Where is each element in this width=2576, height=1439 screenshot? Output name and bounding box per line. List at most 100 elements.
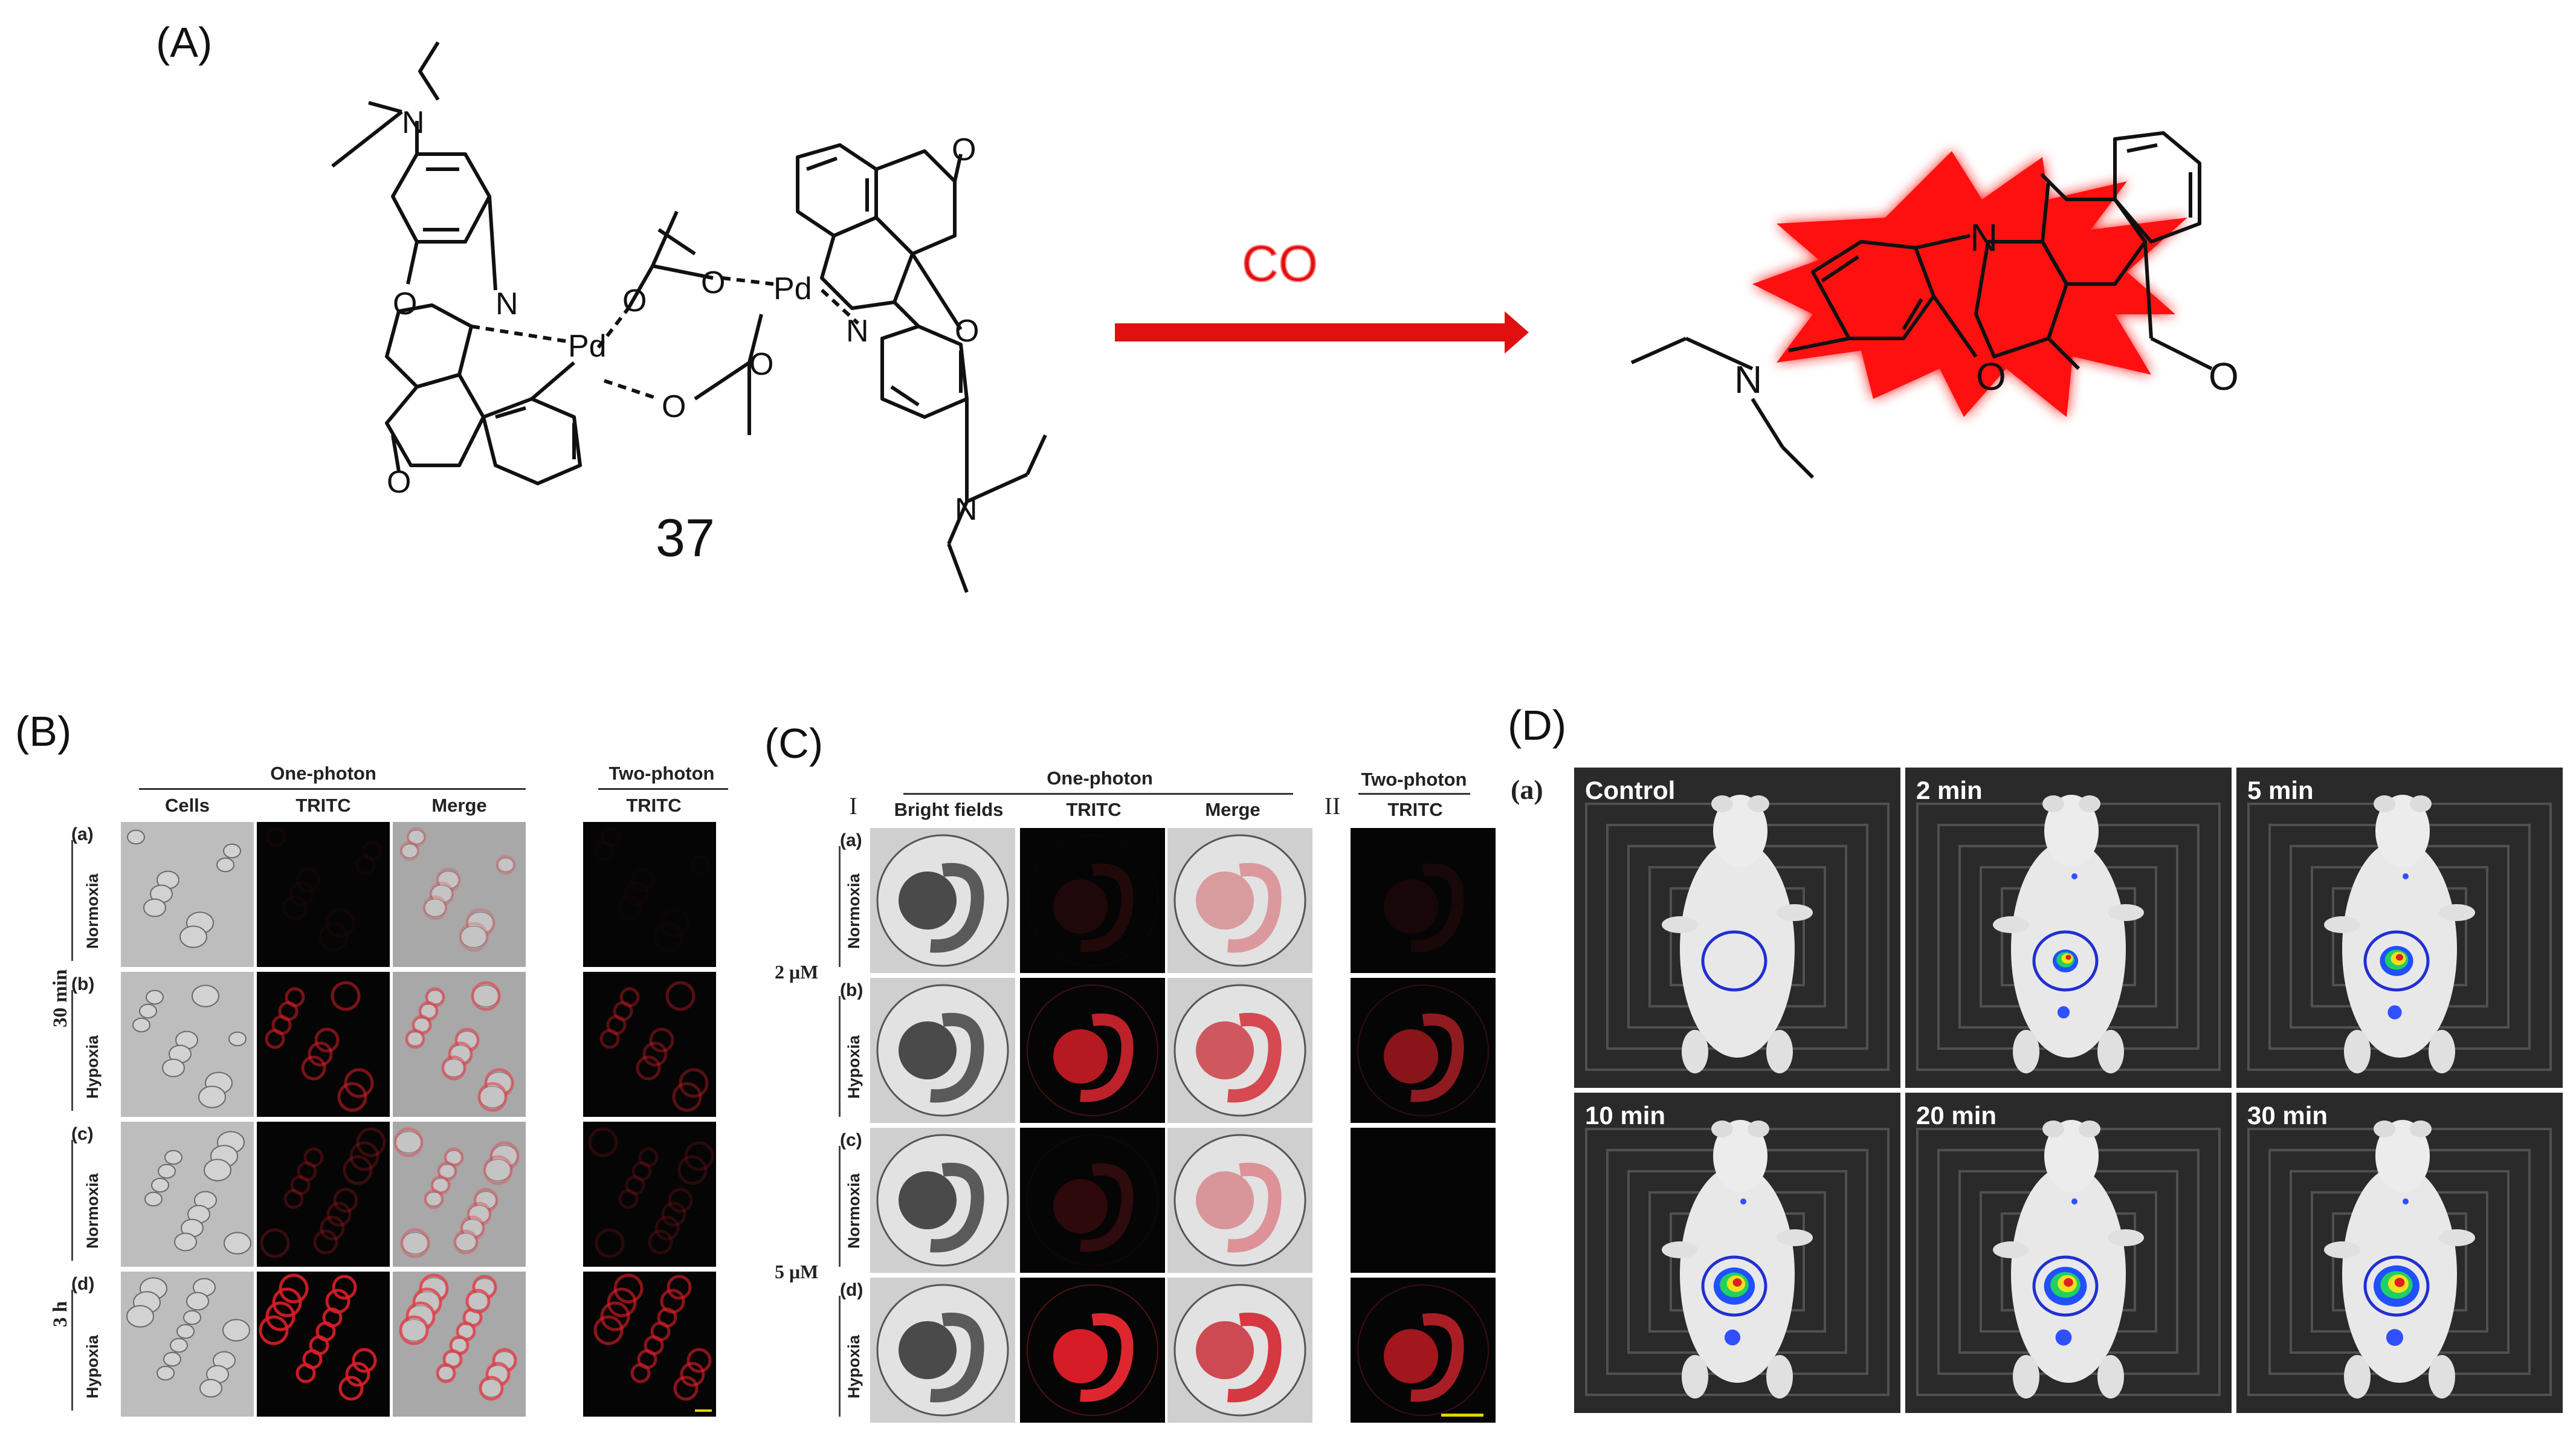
atom-o-left: O <box>393 286 417 322</box>
c-group-two-photon: Two-photon <box>1361 769 1467 790</box>
atom-n-left: N <box>496 286 518 322</box>
b-time-0: 30 min <box>50 969 71 1027</box>
d-tile-label-5: 30 min <box>2247 1101 2328 1130</box>
atom-o-right: O <box>955 314 979 349</box>
c-col-bright-fields: Bright fields <box>894 799 1004 820</box>
d-sub-label: (a) <box>1511 774 1543 805</box>
atom-pd-right: Pd <box>773 271 812 306</box>
b-group-one-photon: One-photon <box>270 763 376 784</box>
b-image-r2-c1 <box>257 1122 390 1267</box>
c-col-two-photon-tritc: TRITC <box>1387 799 1443 820</box>
d-tile-label-1: 2 min <box>1916 776 1983 804</box>
panel-d-label: (D) <box>1508 702 1567 749</box>
c-roman-one: I <box>849 792 857 820</box>
c-image-r1-c3 <box>1351 978 1496 1123</box>
c-image-r0-c0 <box>870 828 1015 973</box>
c-row-condition-2: Normoxia <box>845 1173 863 1249</box>
c-image-r1-c1 <box>1020 978 1165 1123</box>
c-dose-0: 2 μM <box>775 961 819 983</box>
c-image-r3-c0 <box>870 1278 1015 1423</box>
c-image-r1-c2 <box>1167 978 1312 1123</box>
product-structure <box>1630 131 2213 479</box>
c-image-r0-c1 <box>1020 828 1165 973</box>
panel-b-label: (B) <box>15 708 72 755</box>
c-row-sub-1: (b) <box>840 980 864 1000</box>
b-image-r3-c3 <box>583 1272 716 1417</box>
c-col-tritc: TRITC <box>1066 799 1122 820</box>
c-image-r2-c3 <box>1351 1128 1496 1273</box>
compound-number: 37 <box>656 508 715 568</box>
panel-a-label: (A) <box>156 19 213 66</box>
panel-d-grid: Control 2 min 5 min 10 min 20 min 30 min <box>1574 768 2571 1420</box>
product-atom-n-top: N <box>1970 216 1998 259</box>
c-row-sub-3: (d) <box>840 1280 864 1300</box>
b-image-r2-c0 <box>121 1122 254 1267</box>
reaction-arrow-head <box>1505 311 1529 354</box>
c-row-bracket-0 <box>839 846 841 967</box>
b-row-bracket-3 <box>71 1290 73 1411</box>
b-group-two-photon: Two-photon <box>608 763 715 784</box>
b-row-bracket-1 <box>71 990 73 1111</box>
d-tile-0: Control <box>1574 768 1900 1088</box>
c-image-r3-c2 <box>1167 1278 1312 1423</box>
c-image-r2-c1 <box>1020 1128 1165 1273</box>
b-image-r1-c2 <box>393 972 526 1117</box>
reagent-label: CO <box>1242 235 1318 292</box>
b-image-r0-c3 <box>583 822 716 967</box>
d-tile-label-0: Control <box>1585 776 1676 804</box>
d-tile-label-2: 5 min <box>2247 776 2314 804</box>
atom-pd-left: Pd <box>568 329 607 364</box>
c-row-sub-0: (a) <box>840 830 862 850</box>
b-image-r0-c0 <box>121 822 254 967</box>
b-row-condition-0: Normoxia <box>83 873 102 949</box>
product-atom-n-amine: N <box>1734 358 1762 401</box>
c-image-r3-c1 <box>1020 1278 1165 1423</box>
b-row-sub-1: (b) <box>71 974 95 994</box>
b-image-r3-c2 <box>393 1272 526 1417</box>
reaction-arrow-shaft <box>1115 323 1508 341</box>
b-col-merge: Merge <box>431 795 487 816</box>
b-col-cells: Cells <box>164 795 210 816</box>
b-row-condition-2: Normoxia <box>83 1173 102 1249</box>
d-tile-label-3: 10 min <box>1585 1101 1666 1130</box>
atom-o-acetate-4: O <box>749 347 773 382</box>
atom-o-acetate-3: O <box>662 389 686 424</box>
c-image-r1-c0 <box>870 978 1015 1123</box>
atom-o-acetate-1: O <box>622 283 647 319</box>
b-image-r1-c1 <box>257 972 390 1117</box>
c-roman-two: II <box>1324 792 1341 820</box>
c-col-merge: Merge <box>1205 799 1261 820</box>
c-row-bracket-1 <box>839 996 841 1117</box>
c-row-bracket-3 <box>839 1296 841 1417</box>
b-row-condition-1: Hypoxia <box>83 1035 102 1099</box>
d-tile-4: 20 min <box>1905 1093 2232 1413</box>
b-row-sub-2: (c) <box>71 1124 94 1144</box>
c-row-sub-2: (c) <box>840 1130 862 1150</box>
c-row-bracket-2 <box>839 1146 841 1267</box>
atom-n-right: N <box>846 314 869 349</box>
c-image-r3-c3 <box>1351 1278 1496 1423</box>
atom-o-acetate-2: O <box>701 265 725 300</box>
atom-o-carbonyl-left: O <box>387 465 411 500</box>
c-row-condition-0: Normoxia <box>845 873 863 949</box>
c-row-condition-3: Hypoxia <box>845 1334 863 1399</box>
b-row-bracket-2 <box>71 1140 73 1261</box>
b-image-r2-c3 <box>583 1122 716 1267</box>
b-image-r1-c3 <box>583 972 716 1117</box>
c-dose-1: 5 μM <box>775 1261 819 1282</box>
product-atom-o-carbonyl: O <box>2209 355 2239 398</box>
b-col-tritc: TRITC <box>295 795 351 816</box>
b-col-two-photon-tritc: TRITC <box>626 795 682 816</box>
d-tile-3: 10 min <box>1574 1093 1900 1413</box>
atom-n-top-left: N <box>402 105 425 140</box>
c-image-r0-c3 <box>1351 828 1496 973</box>
b-image-r0-c1 <box>257 822 390 967</box>
d-tile-label-4: 20 min <box>1916 1101 1997 1130</box>
c-row-condition-1: Hypoxia <box>845 1035 863 1099</box>
b-time-1: 3 h <box>50 1301 71 1327</box>
d-tile-5: 30 min <box>2236 1093 2563 1413</box>
c-image-r2-c0 <box>870 1128 1015 1273</box>
d-tile-1: 2 min <box>1905 768 2232 1088</box>
b-image-r0-c2 <box>393 822 526 967</box>
panel-c-label: (C) <box>764 720 824 767</box>
